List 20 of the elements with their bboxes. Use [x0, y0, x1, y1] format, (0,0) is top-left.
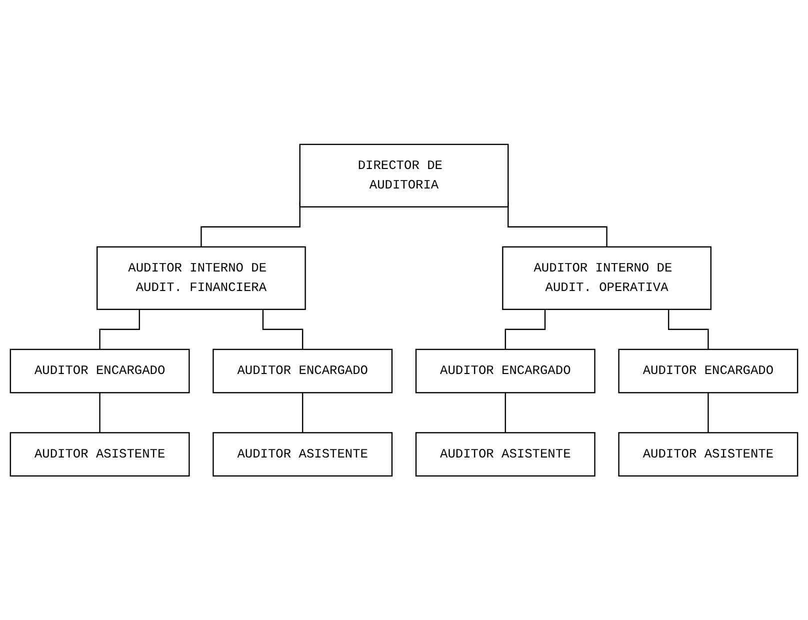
node-box [212, 432, 393, 476]
node-box [10, 348, 190, 394]
connector [504, 392, 506, 434]
node-box [10, 432, 190, 476]
connector [99, 392, 100, 434]
node-box [502, 246, 712, 310]
connector [668, 309, 709, 350]
node-box [96, 246, 306, 310]
node-box [212, 348, 393, 394]
org-chart: DIRECTOR DE AUDITORIA AUDITOR INTERNO DE AUDIT. FINANCIERA AUDITOR INTERNO DE AUDIT. OPERATIVA AUDITOR ENCARGADO AUDITOR ENCARGADO AUDITOR ENCARGADO AUDITOR ENCARGADO AUDITOR ASISTENTE AUDITOR ASISTENTE AUDITOR ASISTENTE AUDITOR ASISTENTE [4, 138, 804, 482]
node-box [618, 348, 798, 394]
connector [504, 309, 546, 350]
node-box [299, 144, 509, 208]
connector [99, 309, 140, 350]
node-box [415, 432, 596, 476]
node-box [618, 432, 798, 476]
node-box [415, 348, 596, 394]
connector [708, 392, 709, 434]
connector [302, 392, 304, 434]
connector [262, 309, 304, 350]
